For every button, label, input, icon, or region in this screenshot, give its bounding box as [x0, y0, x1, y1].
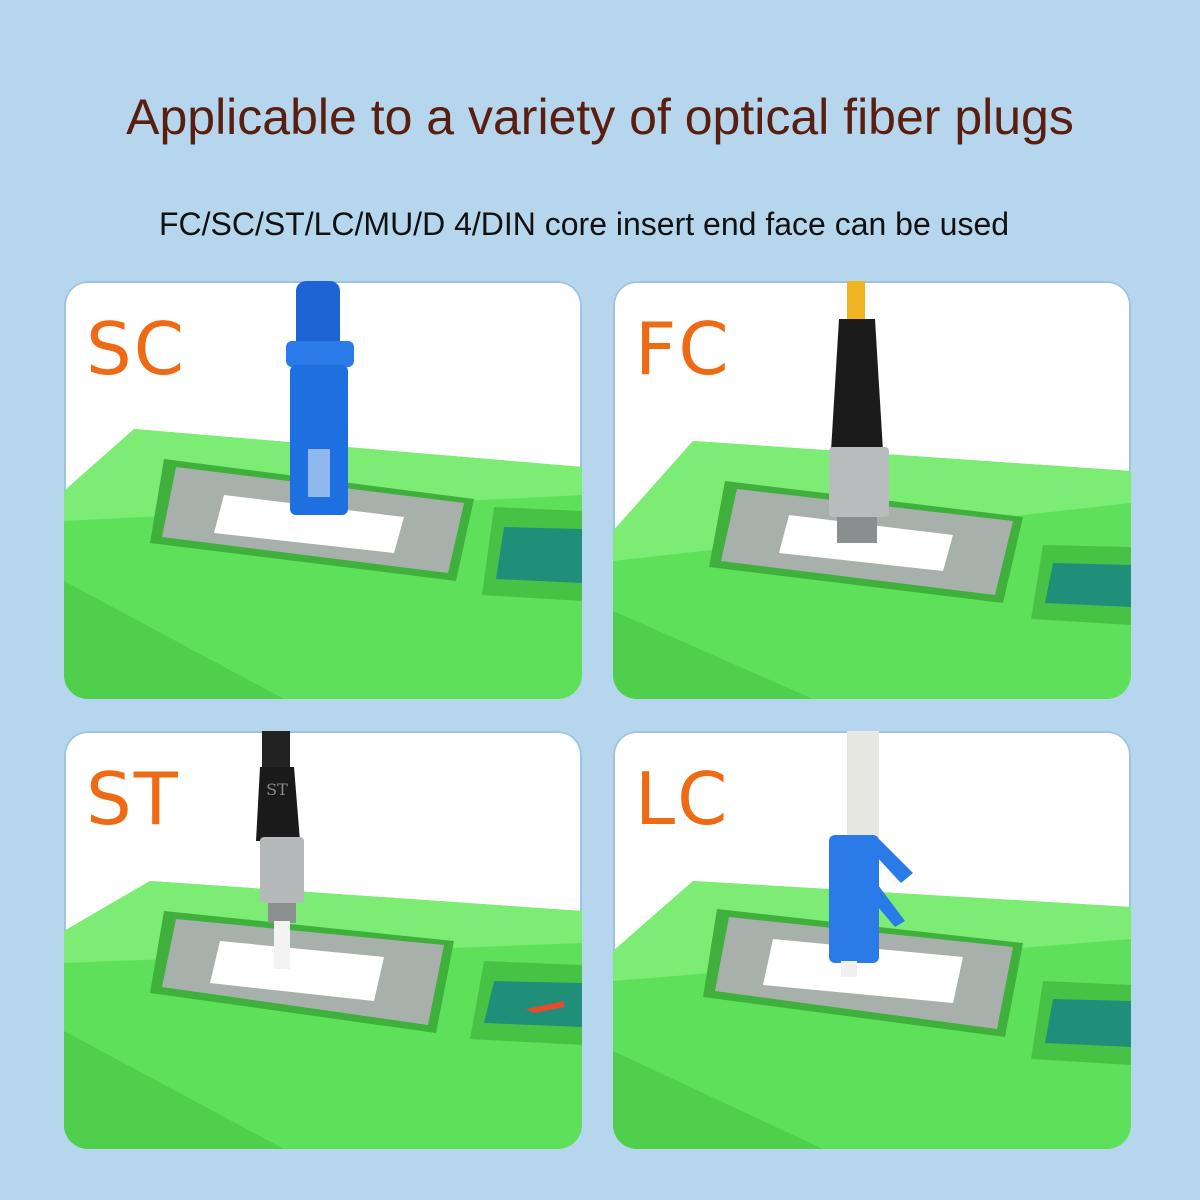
panel-sc: SC [64, 281, 582, 699]
st-cleaner-photo: ST [64, 731, 582, 1149]
sc-cleaner-photo [64, 281, 582, 699]
panel-fc: FC [613, 281, 1131, 699]
headline: Applicable to a variety of optical fiber… [126, 89, 1074, 145]
lc-cleaner-photo [613, 731, 1131, 1149]
st-plug-marking: ST [266, 780, 288, 799]
panel-st: ST ST [64, 731, 582, 1149]
panel-label-st: ST [86, 757, 180, 841]
fc-cleaner-photo [613, 281, 1131, 699]
subline: FC/SC/ST/LC/MU/D 4/DIN core insert end f… [158, 206, 1010, 242]
panel-lc: LC [613, 731, 1131, 1149]
panel-label-fc: FC [635, 307, 731, 391]
panel-label-lc: LC [635, 757, 730, 841]
panel-label-sc: SC [86, 307, 186, 391]
